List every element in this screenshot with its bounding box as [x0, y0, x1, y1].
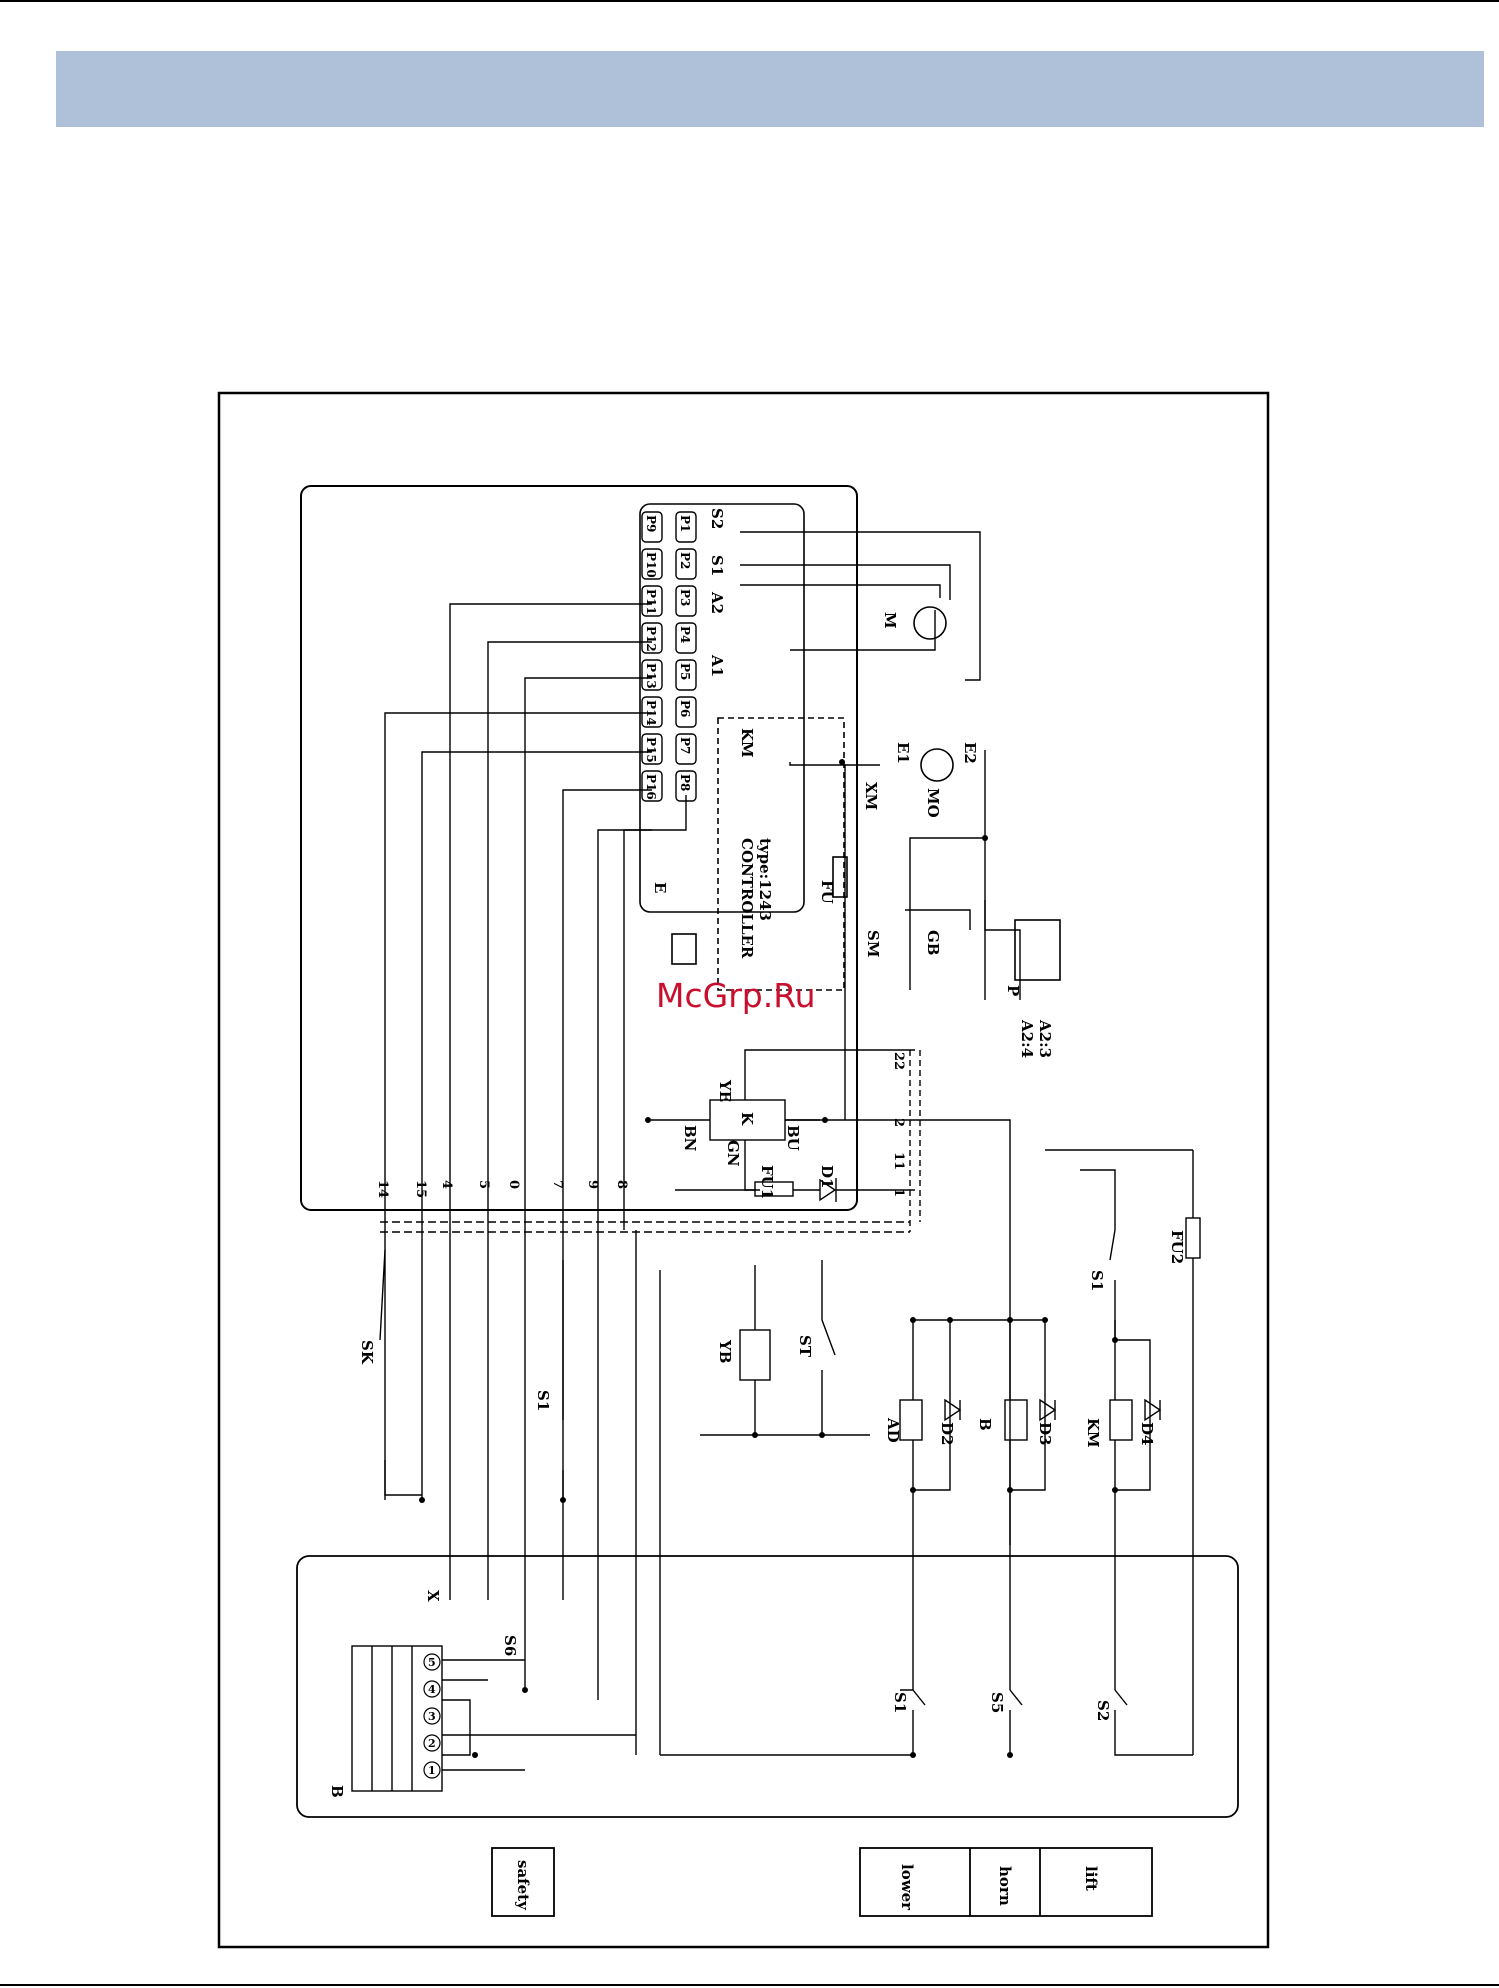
controller-title: CONTROLLER: [738, 838, 756, 959]
controller-pin-label: P11: [644, 589, 658, 615]
relay-b-label: B: [976, 1418, 994, 1431]
plug-p-label: P: [1004, 985, 1022, 996]
diode-d2-label: D2: [938, 1422, 956, 1445]
bus-right-number: 2: [891, 1118, 906, 1127]
legend-horn: horn: [996, 1866, 1014, 1906]
handle-s2-label: S2: [1094, 1700, 1112, 1721]
terminal-km: KM: [738, 728, 756, 758]
switch-st-label: ST: [796, 1335, 814, 1358]
coil-yb: [740, 1330, 770, 1380]
controller-pin-label: P15: [644, 737, 658, 763]
pump-e2-label: E2: [961, 742, 979, 764]
diode-d4-label: D4: [1138, 1422, 1156, 1445]
diode-d1-label: D1: [818, 1165, 836, 1188]
legend-safety: safety: [514, 1860, 532, 1911]
bus-number: 5: [476, 1180, 491, 1189]
bus-number: 15: [413, 1180, 428, 1198]
pump-motor: [921, 749, 953, 781]
plug-a2-4-label: A2:4: [1018, 1019, 1036, 1058]
terminal-s2: S2: [708, 508, 726, 529]
controller-pin-label: P8: [678, 774, 692, 791]
horn-k-label: K: [738, 1112, 756, 1126]
fuse-fu2-label: FU2: [1168, 1230, 1186, 1264]
drive-motor: [914, 607, 946, 639]
bus-number: 9: [585, 1180, 600, 1189]
terminal-s1: S1: [708, 555, 726, 576]
legend-lift: lift: [1082, 1866, 1100, 1891]
controller-dashed-area: [718, 718, 844, 990]
handle-b-label: B: [328, 1785, 346, 1798]
controller-pin-label: P5: [678, 663, 692, 680]
handle-s5-label: S5: [988, 1692, 1006, 1713]
handle-pin-label: 5: [428, 1656, 436, 1669]
terminal-a1: A1: [708, 654, 726, 677]
plug-a2-3-label: A2:3: [1036, 1019, 1054, 1058]
battery-gb-label: GB: [924, 930, 942, 956]
switch-sk-label: SK: [358, 1340, 376, 1365]
controller-pin-label: P10: [644, 552, 658, 578]
watermark: McGrp.Ru: [656, 976, 816, 1015]
bus-right-numbers: 222111: [891, 1052, 906, 1197]
handle-s1-label: S1: [891, 1692, 909, 1713]
wires: [352, 532, 1200, 1791]
controller-pins: P9P10P11P12P13P14P15P16P1P2P3P4P5P6P7P8: [642, 512, 696, 801]
controller-type: type:1243: [756, 838, 774, 921]
horn-bu-label: BU: [784, 1125, 802, 1151]
switch-sm-label: SM: [864, 930, 882, 957]
relay-km-label: KM: [1084, 1418, 1102, 1448]
bus-right-number: 11: [891, 1152, 906, 1170]
handle-pin-label: 2: [428, 1737, 436, 1750]
fuse-fu-label: FU: [818, 880, 836, 904]
diode-d3-label: D3: [1036, 1422, 1054, 1445]
switch-s6-label: S6: [501, 1635, 519, 1656]
bus-number: 7: [550, 1180, 565, 1189]
bus-right-number: 1: [891, 1188, 906, 1197]
bus-number: 14: [375, 1180, 390, 1198]
relay-km: [1110, 1400, 1132, 1440]
controller-pin-label: P1: [678, 515, 692, 532]
plug-p: [1015, 920, 1060, 980]
controller-pin-label: P7: [678, 737, 692, 754]
controller-pin-label: P4: [678, 626, 692, 643]
aux-relay: [672, 934, 696, 964]
handle-connector-pins: 1 2 3 4 5: [424, 1654, 440, 1778]
controller-pin-label: P6: [678, 700, 692, 717]
fuse-fu2: [1186, 1218, 1200, 1258]
relay-ad-label: AD: [884, 1417, 902, 1443]
horn-ye-label: YE: [716, 1079, 734, 1102]
controller-pin-label: P3: [678, 589, 692, 606]
relay-ad: [900, 1400, 922, 1440]
bus-numbers: 14 15 4 5 0 7 9 8: [375, 1180, 629, 1198]
controller-pin-label: P12: [644, 626, 658, 652]
handle-pin-label: 1: [428, 1764, 436, 1777]
bus-right-number: 22: [891, 1052, 906, 1070]
switch-s1-left-label: S1: [534, 1390, 552, 1411]
motor-label: M: [881, 612, 899, 629]
controller-pin-label: P9: [644, 515, 658, 532]
pump-mo-label: MO: [924, 788, 942, 818]
switch-s1-right-label: S1: [1088, 1270, 1106, 1291]
controller-pin-label: P13: [644, 663, 658, 689]
pump-xm-label: XM: [862, 782, 880, 810]
harness-x-label: X: [424, 1590, 442, 1602]
horn-gn-label: GN: [724, 1140, 742, 1167]
legend-lower: lower: [898, 1864, 916, 1911]
bus-number: 8: [614, 1180, 629, 1189]
valve-yb-label: YB: [716, 1339, 734, 1363]
handle-pin-label: 4: [428, 1683, 436, 1696]
pump-e1-label: E1: [894, 742, 912, 764]
handle-pin-label: 3: [428, 1710, 436, 1723]
controller-ref: E: [651, 882, 669, 893]
bus-number: 4: [439, 1180, 454, 1189]
terminal-a2: A2: [708, 591, 726, 614]
bus-number: 0: [506, 1180, 521, 1189]
controller-pin-label: P16: [644, 774, 658, 800]
fuse-fu1-label: FU1: [758, 1165, 776, 1199]
horn-bn-label: BN: [681, 1125, 699, 1152]
controller-pin-label: P2: [678, 552, 692, 569]
relay-b: [1005, 1400, 1027, 1440]
